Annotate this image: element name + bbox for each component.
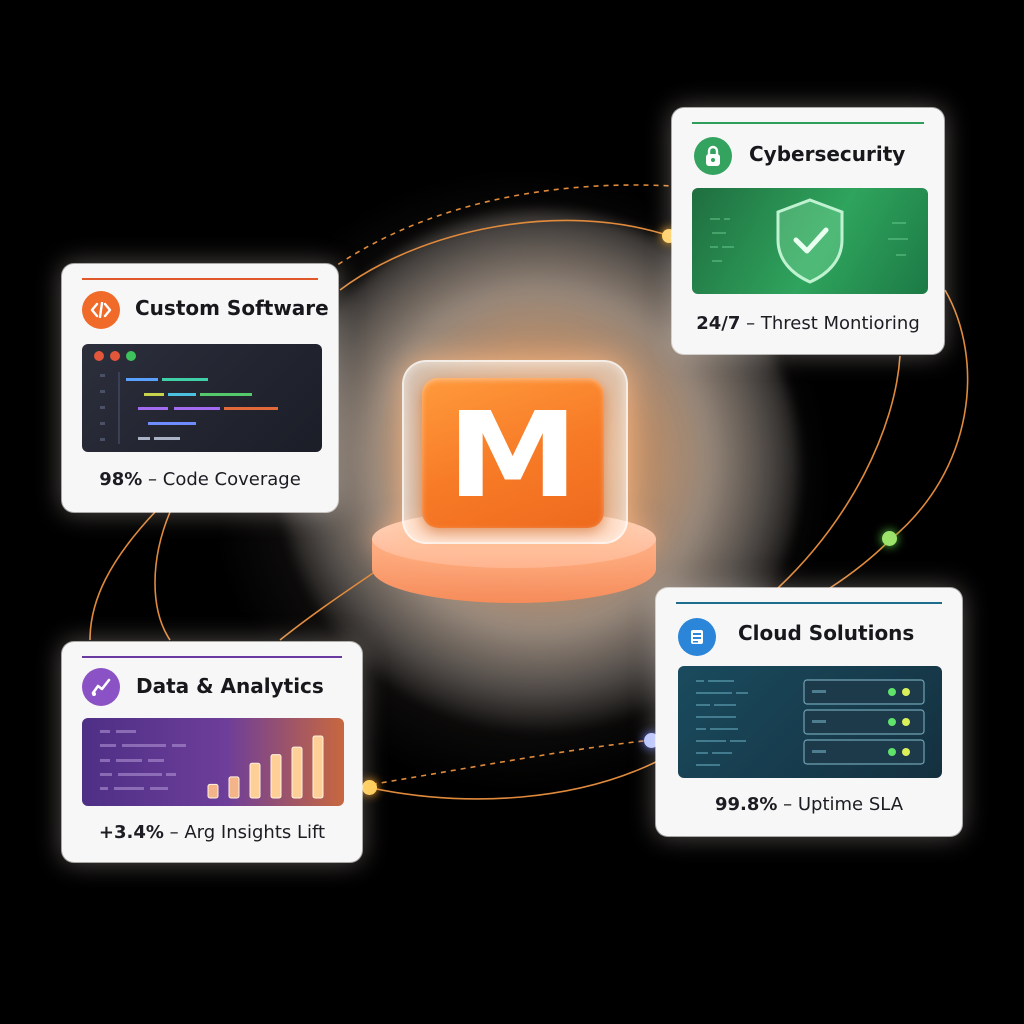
analytics-bar (249, 762, 261, 799)
card-accent-rule (676, 602, 942, 604)
metric-label: – Uptime SLA (783, 794, 904, 815)
card-metric: 24/7 – Threst Montioring (672, 313, 944, 334)
card-metric: +3.4% – Arg Insights Lift (62, 822, 362, 843)
card-metric: 98% – Code Coverage (62, 469, 338, 490)
server-unit (803, 709, 925, 735)
orbit-arc-right-lower (829, 539, 891, 589)
node-dot-bottom-right (644, 733, 659, 748)
card-title: Data & Analytics (136, 674, 324, 698)
logo-letter: M (447, 386, 579, 524)
metric-value: 98% (99, 469, 143, 490)
lock-icon (694, 137, 732, 175)
orbit-arc-top-dashed (329, 184, 673, 271)
metric-label: – Threst Montioring (746, 313, 920, 334)
brand-logo: M (422, 378, 604, 528)
bar-series (207, 735, 324, 799)
orbit-arc-left-inner (154, 511, 171, 641)
code-editor-preview (82, 344, 322, 452)
orbit-arc-right-inner (777, 355, 901, 589)
orbit-arc-top (339, 219, 671, 291)
analytics-bar (312, 735, 324, 799)
analytics-bar (207, 783, 219, 799)
analytics-bar-preview (82, 718, 344, 806)
server-unit (803, 679, 925, 705)
card-cybersecurity[interactable]: Cybersecurity 24/7 – Threst Montioring (672, 108, 944, 354)
analytics-bar (270, 754, 282, 799)
orbit-arc-bottom (361, 739, 653, 787)
node-dot-bottom-left (362, 780, 377, 795)
server-unit (803, 739, 925, 765)
analytics-bar (228, 776, 240, 799)
orbit-arc-bottom-solid (361, 759, 661, 800)
card-title: Cloud Solutions (738, 621, 915, 645)
chart-icon (82, 668, 120, 706)
analytics-bar (291, 746, 303, 799)
metric-label: – Arg Insights Lift (169, 822, 326, 843)
card-title: Custom Software (135, 296, 329, 320)
code-icon (82, 291, 120, 329)
orbit-arc-right (889, 289, 969, 541)
server-stack-icon (678, 618, 716, 656)
card-metric: 99.8% – Uptime SLA (656, 794, 962, 815)
metric-value: 99.8% (714, 794, 778, 815)
card-accent-rule (82, 278, 318, 280)
shield-check-icon (776, 198, 844, 284)
metric-value: 24/7 (696, 313, 741, 334)
card-custom-software[interactable]: Custom Software (62, 264, 338, 512)
card-data-analytics[interactable]: Data & Analytics +3.4% – Arg Insi (62, 642, 362, 862)
security-shield-preview (692, 188, 928, 294)
orbit-arc-left (89, 511, 156, 641)
card-accent-rule (82, 656, 342, 658)
card-cloud-solutions[interactable]: Cloud Solutions (656, 588, 962, 836)
node-dot-right (882, 531, 897, 546)
metric-value: +3.4% (98, 822, 164, 843)
metric-label: – Code Coverage (148, 469, 301, 490)
card-accent-rule (692, 122, 924, 124)
server-rack-preview (678, 666, 942, 778)
card-title: Cybersecurity (749, 142, 906, 166)
